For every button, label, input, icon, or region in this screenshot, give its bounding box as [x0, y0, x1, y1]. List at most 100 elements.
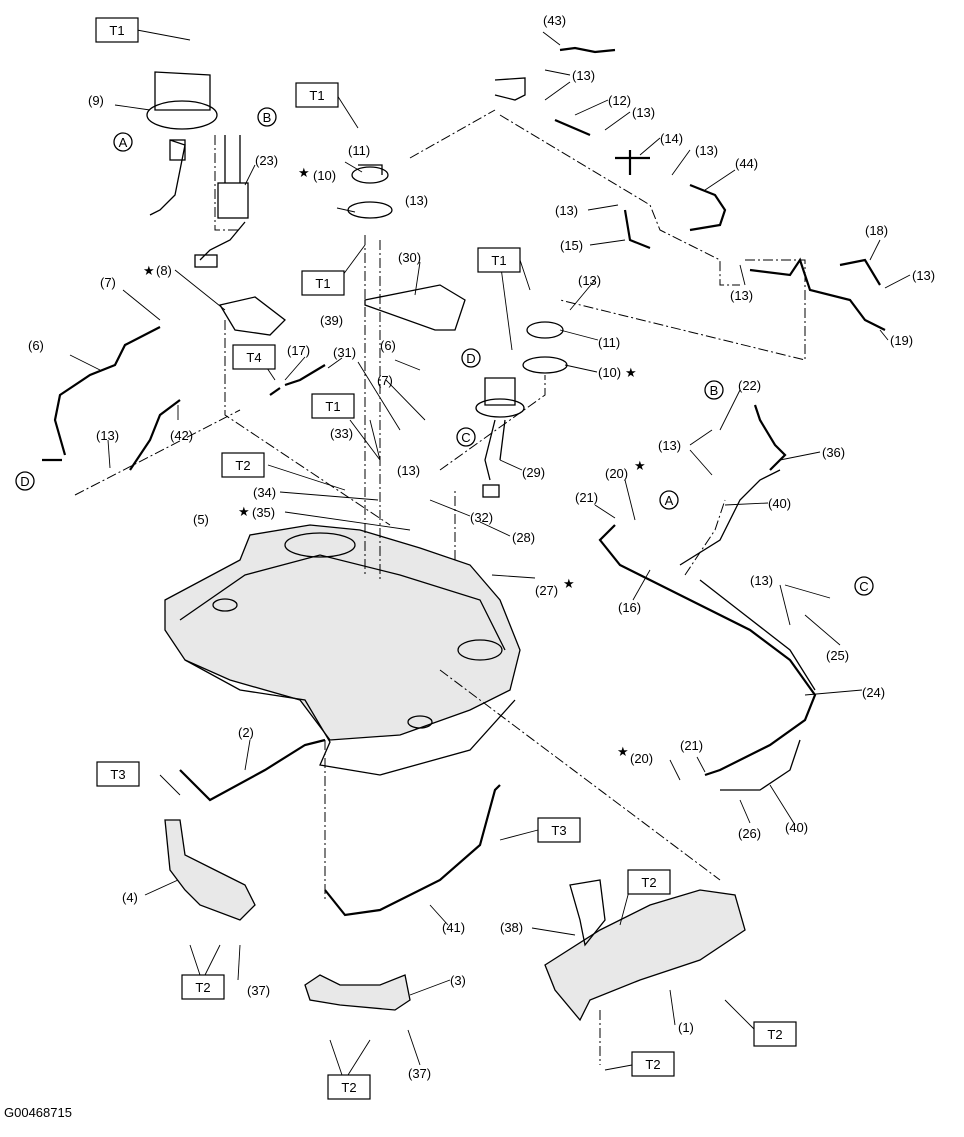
callout-39: (39)	[320, 313, 343, 328]
callout-36: (36)	[822, 445, 845, 460]
service-cap-left	[347, 164, 393, 219]
callout-24: (24)	[862, 685, 885, 700]
callout-13-f: (13)	[632, 105, 655, 120]
fuel-delivery-pipe	[598, 404, 817, 791]
connector-a-left: A	[113, 132, 133, 152]
svg-text:C: C	[461, 430, 470, 445]
diagram-id: G00468715	[4, 1105, 72, 1120]
callout-37-left: (37)	[247, 983, 270, 998]
svg-text:T3: T3	[110, 767, 125, 782]
torque-box-t3-b: T3	[537, 817, 581, 843]
callout-5: (5)	[193, 512, 209, 527]
callout-6-left: (6)	[28, 338, 44, 353]
hose-42	[129, 399, 181, 471]
svg-text:D: D	[466, 351, 475, 366]
star-marker: ★	[143, 264, 155, 279]
callout-37-mid: (37)	[408, 1066, 431, 1081]
callout-40-b: (40)	[785, 820, 808, 835]
svg-text:C: C	[859, 579, 868, 594]
callout-6-mid: (6)	[380, 338, 396, 353]
callout-42: (42)	[170, 428, 193, 443]
callout-13-e: (13)	[572, 68, 595, 83]
bracket-4	[164, 819, 256, 921]
svg-text:T2: T2	[767, 1027, 782, 1042]
callout-8: (8)	[156, 263, 172, 278]
callout-12: (12)	[608, 93, 631, 108]
torque-box-t2-e: T2	[753, 1021, 797, 1047]
callout-14: (14)	[660, 131, 683, 146]
hose-39	[284, 364, 326, 387]
torque-box-t1-d: T1	[477, 247, 521, 273]
protector-plate	[364, 284, 466, 331]
callout-3: (3)	[450, 973, 466, 988]
svg-text:T3: T3	[551, 823, 566, 838]
connector-c-upper: C	[456, 427, 476, 447]
svg-text:T1: T1	[109, 23, 124, 38]
torque-box-t1-e: T1	[311, 393, 355, 419]
star-marker: ★	[563, 577, 575, 592]
callout-13-d: (13)	[578, 273, 601, 288]
sub-pump-assembly	[475, 377, 525, 498]
callout-7-left: (7)	[100, 275, 116, 290]
svg-text:T2: T2	[235, 458, 250, 473]
callout-2: (2)	[238, 725, 254, 740]
callout-41: (41)	[442, 920, 465, 935]
tank-band-41	[324, 784, 501, 917]
svg-text:T4: T4	[246, 350, 261, 365]
callout-34: (34)	[253, 485, 276, 500]
svg-text:D: D	[20, 474, 29, 489]
fuel-tank	[164, 524, 521, 776]
tank-band-2	[179, 738, 326, 802]
callout-33: (33)	[330, 426, 353, 441]
star-marker: ★	[298, 166, 310, 181]
fuel-pump-assembly	[146, 71, 249, 268]
callout-7-mid: (7)	[377, 373, 393, 388]
callout-28: (28)	[512, 530, 535, 545]
filler-hose	[53, 326, 161, 456]
callout-13-b: (13)	[96, 428, 119, 443]
connector-b-right: B	[704, 380, 724, 400]
fuel-tank-protector	[544, 879, 746, 1022]
callout-13-h: (13)	[555, 203, 578, 218]
svg-text:A: A	[119, 135, 128, 150]
assembly-lines	[74, 109, 806, 1065]
callout-32: (32)	[470, 510, 493, 525]
gasket	[218, 296, 286, 336]
torque-box-t2-b: T2	[181, 974, 225, 1000]
callout-43: (43)	[543, 13, 566, 28]
callout-21-a: (21)	[575, 490, 598, 505]
callout-40-a: (40)	[768, 496, 791, 511]
callout-26: (26)	[738, 826, 761, 841]
torque-box-t3-a: T3	[96, 761, 140, 787]
callout-15: (15)	[560, 238, 583, 253]
callout-10-right: (10)	[598, 365, 621, 380]
svg-text:A: A	[665, 493, 674, 508]
callout-19: (19)	[890, 333, 913, 348]
star-marker: ★	[617, 745, 629, 760]
callout-27: (27)	[535, 583, 558, 598]
callout-1: (1)	[678, 1020, 694, 1035]
evaporation-tubes	[494, 46, 886, 331]
torque-box-t1-b: T1	[295, 82, 339, 108]
callout-20-b: (20)	[630, 751, 653, 766]
callout-16: (16)	[618, 600, 641, 615]
callout-38: (38)	[500, 920, 523, 935]
bracket-3	[304, 974, 411, 1011]
torque-box-t1-a: T1	[95, 17, 139, 43]
part-callouts: (9) (23) (11) (10) (13) (30) (7) (8) (6)…	[28, 13, 935, 1081]
connector-d-lower: D	[15, 471, 35, 491]
svg-text:T1: T1	[325, 399, 340, 414]
callout-10-left: (10)	[313, 168, 336, 183]
callout-25: (25)	[826, 648, 849, 663]
torque-box-t1-c: T1	[301, 270, 345, 296]
callout-13-k: (13)	[658, 438, 681, 453]
callout-13-l: (13)	[750, 573, 773, 588]
callout-13-g: (13)	[695, 143, 718, 158]
callout-20-a: (20)	[605, 466, 628, 481]
svg-text:T2: T2	[195, 980, 210, 995]
callout-11-left: (11)	[348, 143, 370, 158]
callout-13-c: (13)	[397, 463, 420, 478]
torque-box-t4: T4	[232, 344, 276, 370]
leader-lines	[69, 29, 911, 1076]
star-marker: ★	[625, 366, 637, 381]
